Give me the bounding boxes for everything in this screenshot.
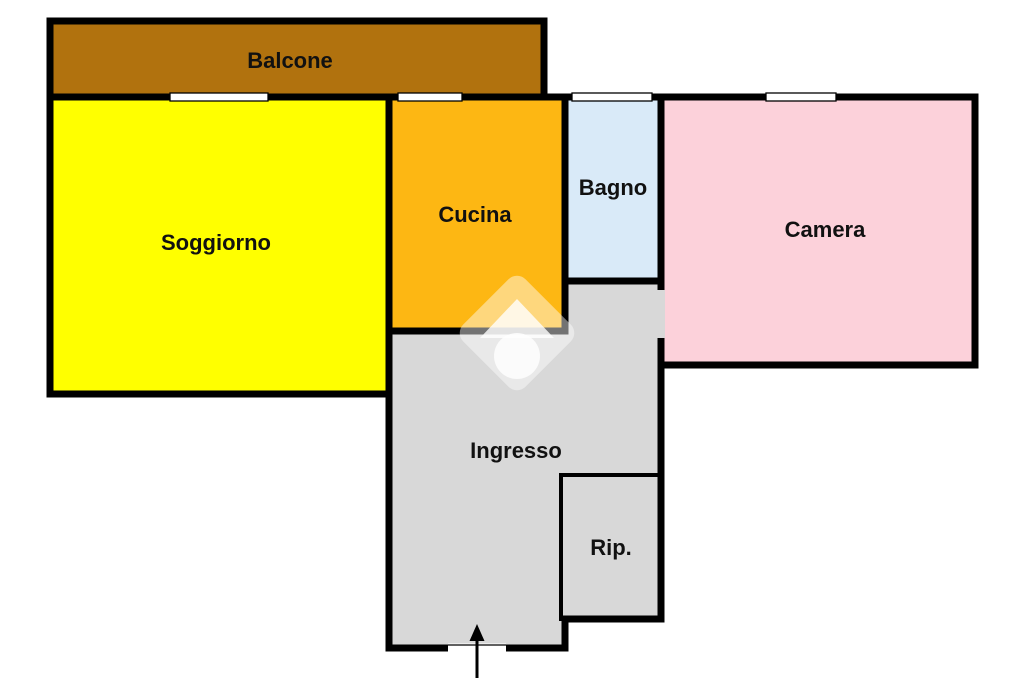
room-balcone: [46, 17, 548, 101]
labels-group: Balcone Soggiorno Cucina Bagno Camera In…: [161, 48, 866, 560]
label-ingresso: Ingresso: [470, 438, 562, 463]
watermark-house-icon: [459, 275, 575, 391]
window-icon-camera: [765, 92, 837, 102]
entrance-arrow: [469, 624, 485, 678]
label-cucina: Cucina: [438, 202, 512, 227]
room-soggiorno: [46, 93, 393, 398]
label-bagno: Bagno: [579, 175, 647, 200]
room-bagno: [561, 93, 665, 285]
window-icon-cucina: [397, 92, 463, 102]
room-cucina: [385, 93, 569, 335]
room-camera: [657, 93, 979, 369]
label-balcone: Balcone: [247, 48, 333, 73]
window-icon-soggiorno: [169, 92, 269, 102]
walls-group: [46, 17, 979, 652]
label-soggiorno: Soggiorno: [161, 230, 271, 255]
windows-group: [169, 92, 837, 102]
label-rip: Rip.: [590, 535, 632, 560]
door-opening-camera: [657, 290, 665, 338]
window-icon-bagno: [571, 92, 653, 102]
room-rip: [559, 473, 663, 621]
label-camera: Camera: [785, 217, 866, 242]
